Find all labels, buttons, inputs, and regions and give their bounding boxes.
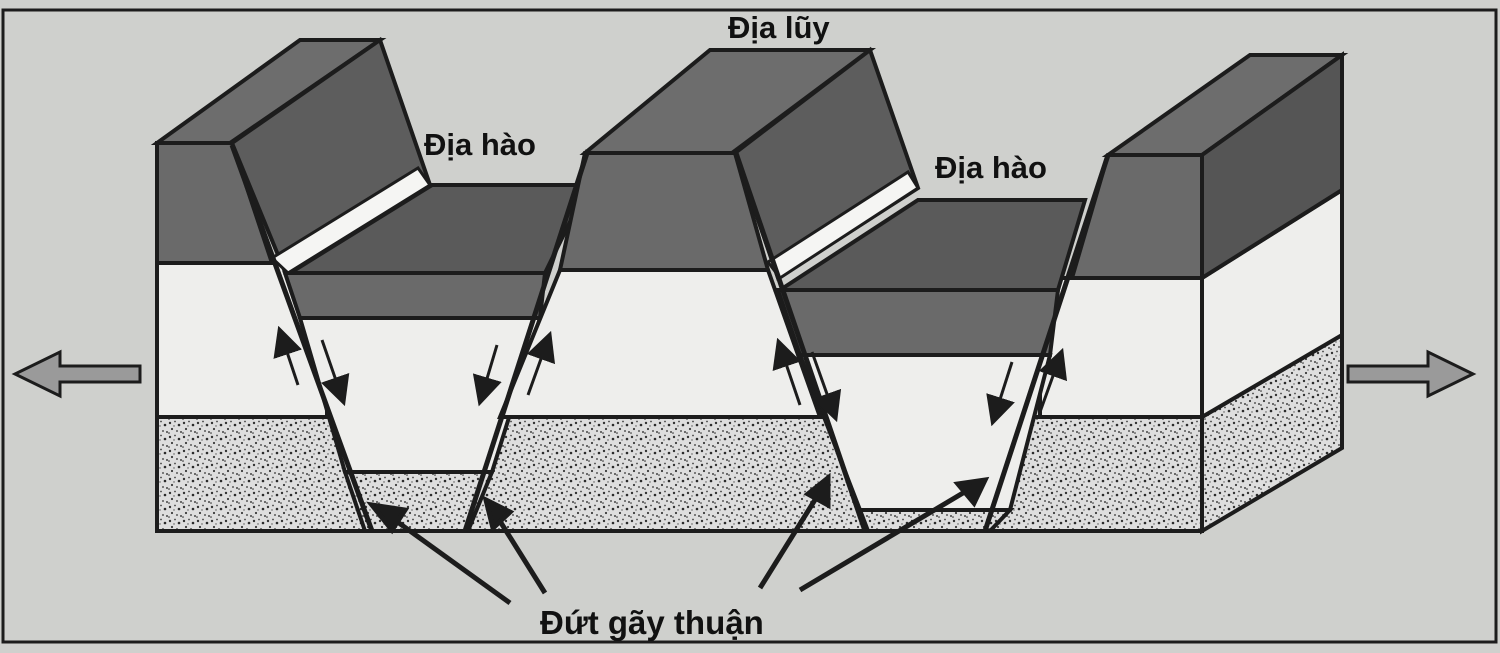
fault-line-1 [229, 144, 375, 532]
horst-light-layer [497, 268, 823, 419]
right-block-front-dark [1069, 153, 1204, 280]
right-extension-arrow [1346, 349, 1477, 399]
horst-label: Địa lũy [728, 10, 830, 45]
fault-pointer-arrows [366, 472, 990, 606]
bottom-rock-layer [155, 415, 1204, 533]
right-block-side-dark [1200, 51, 1344, 282]
left-block-front-dark [155, 141, 275, 265]
normal-faults-label: Đứt gãy thuận [540, 604, 764, 641]
fault-line-2 [462, 149, 591, 532]
left-extension-arrow [11, 349, 142, 399]
right-graben-speckle [857, 508, 1015, 533]
graben-left-label: Địa hào [424, 127, 536, 162]
figure-frame [1, 8, 1498, 644]
horst-front-dark [557, 151, 771, 272]
fault-line-4 [982, 154, 1111, 532]
fault-motion-arrows [273, 325, 1068, 427]
right-block-middle-layer [1038, 276, 1204, 419]
right-graben-dark-band [775, 288, 1061, 357]
left-graben-dark-band [282, 271, 548, 320]
graben-right-label: Địa hào [935, 150, 1047, 185]
